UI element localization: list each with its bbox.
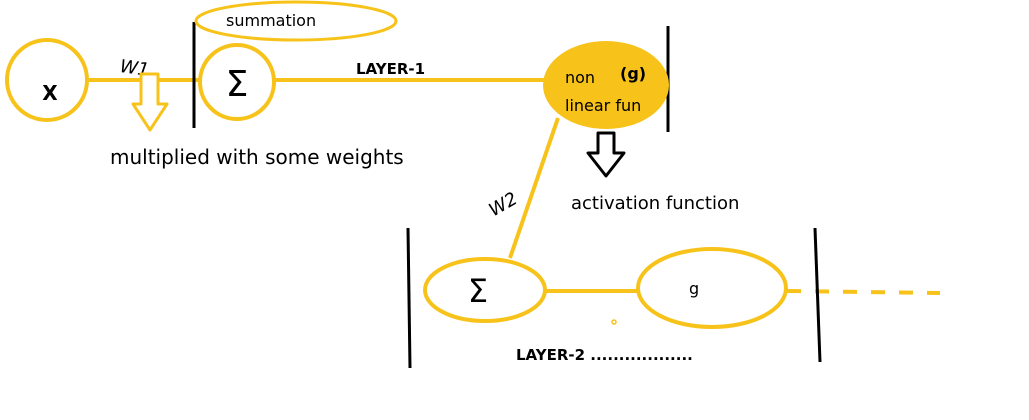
weight-w2-label: W2 [485,188,521,221]
summation-label: summation [226,11,316,30]
output-dashed-line [786,289,941,295]
activation-node-text-top: non [565,68,595,87]
weights-down-arrow [131,72,169,132]
summation-callout [194,0,398,42]
layer1-label: LAYER-1 [356,60,425,78]
activation-to-sum2-line [508,117,560,259]
summation-symbol-layer2: Σ [468,272,488,310]
activation-function-label: activation function [571,193,739,214]
activation-node-text-g: (g) [620,64,646,83]
summation-node-layer1 [198,43,276,121]
multiplied-weights-label: multiplied with some weights [110,145,404,169]
activation-down-arrow [586,131,626,178]
input-node-label: X [42,81,58,105]
decorative-dot [611,319,617,325]
layer2-right-bar [813,227,822,363]
summation-node-layer2 [423,257,547,323]
activation-node-layer2 [636,247,788,329]
summation-symbol-layer1: Σ [226,64,249,105]
activation-node-text-bottom: linear fun [565,96,641,115]
input-node [5,38,89,122]
layer2-left-bar [406,227,412,369]
activation-node-layer1 [543,41,669,129]
activation-node-layer2-label: g [689,279,699,298]
layer2-label: LAYER-2 .................. [516,346,693,364]
